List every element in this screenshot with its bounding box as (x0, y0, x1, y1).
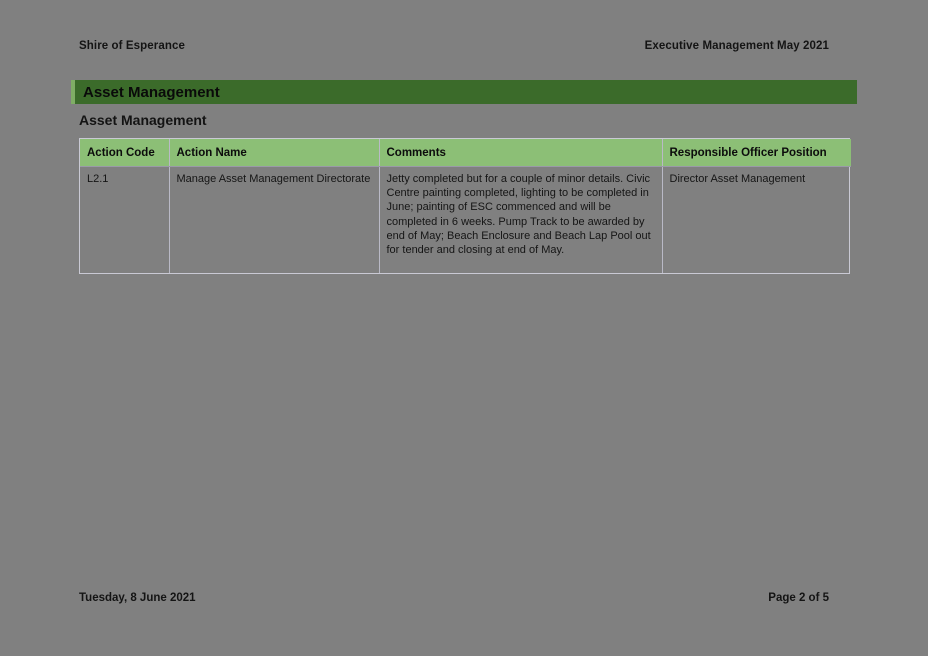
document-footer: Tuesday, 8 June 2021 Page 2 of 5 (79, 589, 829, 607)
cell-action-name: Manage Asset Management Directorate (169, 166, 380, 273)
section-banner-title: Asset Management (83, 83, 220, 101)
actions-table-container: Action Code Action Name Comments Respons… (79, 138, 851, 274)
action-code-text: L2.1 (87, 173, 109, 185)
column-header-action-name: Action Name (169, 139, 380, 167)
cell-action-code: L2.1 (80, 166, 170, 273)
actions-table: Action Code Action Name Comments Respons… (80, 139, 851, 273)
section-banner: Asset Management (71, 80, 857, 104)
comments-text: Jetty completed but for a couple of mino… (386, 173, 651, 257)
header-left-text: Shire of Esperance (79, 40, 185, 52)
footer-date: Tuesday, 8 June 2021 (79, 592, 196, 604)
table-header-row: Action Code Action Name Comments Respons… (80, 139, 851, 167)
column-header-responsible-officer-position: Responsible Officer Position (662, 139, 851, 167)
cell-comments: Jetty completed but for a couple of mino… (379, 166, 663, 273)
section-sub-heading: Asset Management (79, 112, 207, 128)
action-name-text: Manage Asset Management Directorate (176, 173, 371, 185)
footer-page-number: Page 2 of 5 (768, 592, 829, 604)
cell-responsible-officer: Director Asset Management (662, 167, 851, 274)
column-header-action-code: Action Code (80, 139, 170, 167)
header-right-text: Executive Management May 2021 (644, 40, 829, 52)
responsible-officer-text: Director Asset Management (669, 173, 806, 185)
column-header-comments: Comments (379, 139, 663, 167)
document-header: Shire of Esperance Executive Management … (79, 36, 829, 56)
table-row: L2.1 Manage Asset Management Directorate… (80, 166, 851, 274)
